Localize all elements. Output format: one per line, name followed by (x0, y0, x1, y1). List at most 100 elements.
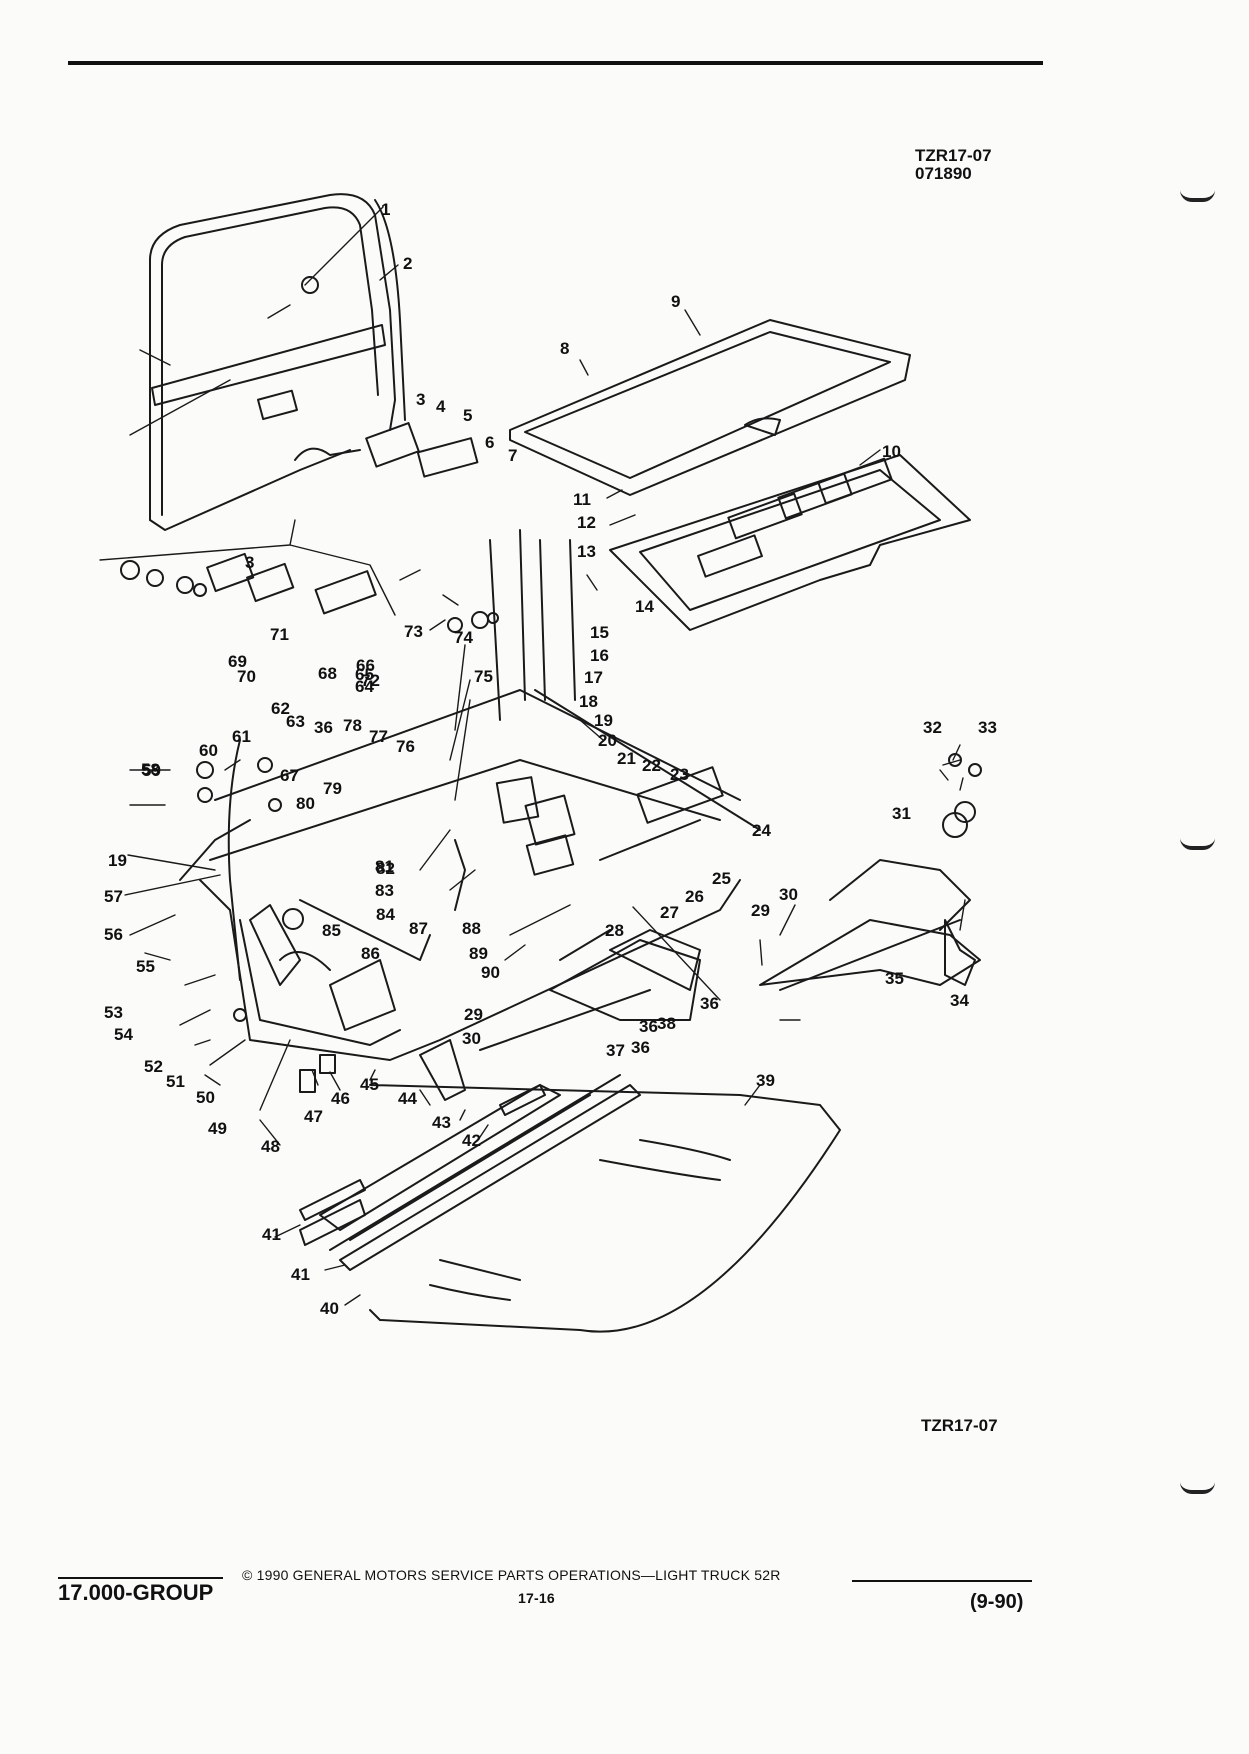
window-glass (369, 1084, 841, 1333)
callout: 38 (657, 1014, 676, 1033)
callout: 29 (464, 1005, 483, 1024)
callout: 25 (712, 869, 731, 888)
callout: 60 (199, 741, 218, 760)
callout: 50 (196, 1088, 215, 1107)
callout: 49 (208, 1119, 227, 1138)
regulator-right (759, 812, 981, 991)
figure-date: 071890 (915, 164, 972, 183)
figure-code-bottom: TZR17-07 (921, 1416, 998, 1435)
callout: 89 (469, 944, 488, 963)
footer-copyright: © 1990 GENERAL MOTORS SERVICE PARTS OPER… (242, 1567, 781, 1583)
callout: 54 (114, 1025, 133, 1044)
callout: 22 (642, 756, 661, 775)
callout: 56 (104, 925, 123, 944)
callout: 90 (481, 963, 500, 982)
callout: 2 (403, 254, 413, 273)
callout: 20 (598, 731, 617, 750)
callout: 82 (376, 859, 395, 878)
callout: 52 (144, 1057, 163, 1076)
callout: 86 (361, 944, 380, 963)
footer-page: 17-16 (518, 1590, 555, 1606)
callout: 13 (577, 542, 596, 561)
callout: 30 (779, 885, 798, 904)
margin-mark (1180, 838, 1215, 850)
callout: 63 (286, 712, 305, 731)
callout: 84 (376, 905, 395, 924)
callout: 77 (369, 727, 388, 746)
callout: 42 (462, 1131, 481, 1150)
callout: 76 (396, 737, 415, 756)
callout: 78 (343, 716, 362, 735)
callout: 69 (228, 652, 247, 671)
callout: 19 (594, 711, 613, 730)
callout: 12 (577, 513, 596, 532)
callout: 18 (579, 692, 598, 711)
callout: 55 (136, 957, 155, 976)
callout: 24 (752, 821, 771, 840)
callout: 48 (261, 1137, 280, 1156)
footer-rule-left (58, 1577, 223, 1579)
callout: 9 (671, 292, 681, 311)
callout: 53 (104, 1003, 123, 1022)
callout: 51 (166, 1072, 185, 1091)
callout: 7 (508, 446, 518, 465)
callout: 46 (331, 1089, 350, 1108)
callout: 39 (756, 1071, 775, 1090)
callout: 19 (108, 851, 127, 870)
callout: 23 (670, 765, 689, 784)
callout: 11 (573, 490, 591, 509)
callout: 1 (381, 200, 391, 219)
margin-mark (1180, 1482, 1215, 1494)
callout: 59 (142, 761, 161, 780)
callout: 37 (606, 1041, 625, 1060)
callout: 47 (304, 1107, 323, 1126)
callout: 5 (463, 406, 473, 425)
callout: 41 (291, 1265, 310, 1284)
callout: 36 (314, 718, 333, 737)
callout: 26 (685, 887, 704, 906)
callout: 4 (436, 397, 446, 416)
callout: 36 (631, 1038, 650, 1057)
callout: 29 (751, 901, 770, 920)
callout: 40 (320, 1299, 339, 1318)
callout: 35 (885, 969, 904, 988)
callout: 34 (950, 991, 969, 1010)
callout: 32 (923, 718, 942, 737)
callout: 75 (474, 667, 493, 686)
callout: 31 (892, 804, 911, 823)
callout: 14 (635, 597, 654, 616)
callout: 15 (590, 623, 609, 642)
callout: 79 (323, 779, 342, 798)
callout: 85 (322, 921, 341, 940)
callout: 43 (432, 1113, 451, 1132)
callout: 81 (375, 857, 394, 876)
callout: 72 (361, 671, 380, 690)
callout: 44 (398, 1089, 417, 1108)
callout: 74 (454, 628, 473, 647)
callout: 80 (296, 794, 315, 813)
margin-mark (1180, 190, 1215, 202)
callout: 3 (416, 390, 426, 409)
body-pillar (489, 529, 576, 721)
callout: 65 (355, 665, 374, 684)
callout: 87 (409, 919, 428, 938)
callout: 83 (375, 881, 394, 900)
footer-rule-right (852, 1580, 1032, 1582)
callout: 36 (700, 994, 719, 1013)
callout: 45 (360, 1075, 379, 1094)
callout: 3 (245, 553, 255, 572)
callout: 30 (462, 1029, 481, 1048)
callout: 21 (617, 749, 636, 768)
callout: 88 (462, 919, 481, 938)
upper-door-frame (149, 193, 406, 531)
callout: 27 (660, 903, 679, 922)
glass-channel (299, 1074, 641, 1271)
callout: 10 (882, 442, 901, 461)
callout: 33 (978, 718, 997, 737)
callout: 70 (237, 667, 256, 686)
callout: 57 (104, 887, 123, 906)
callout: 71 (270, 625, 289, 644)
callout: 64 (355, 677, 374, 696)
callout: 67 (280, 766, 299, 785)
